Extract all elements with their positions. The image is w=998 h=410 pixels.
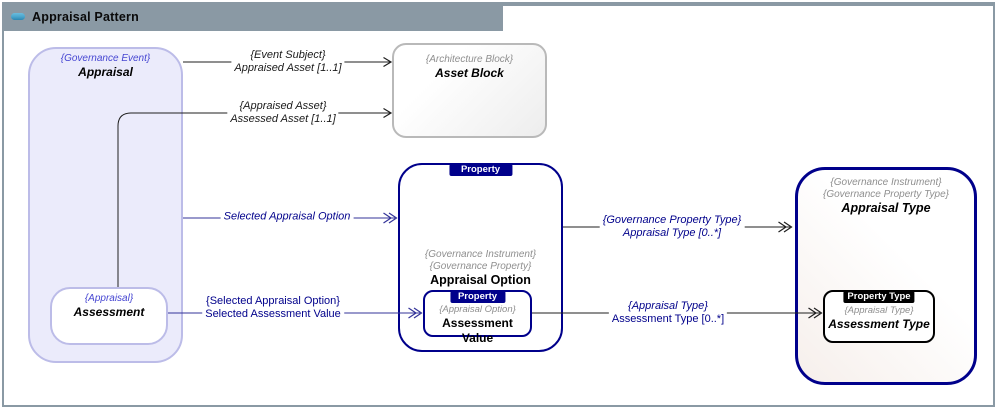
appraisal-option-tab: Property (448, 164, 513, 176)
arrowhead-selected-assessment-value (408, 307, 423, 319)
assessment-name: Assessment (73, 305, 145, 319)
appraisal-option-name: Appraisal Option (430, 273, 531, 287)
connector-appraised-asset[interactable] (117, 112, 390, 287)
node-appraisal-type[interactable]: {Governance Instrument} {Governance Prop… (795, 167, 977, 385)
appraisal-option-stereotype-1: {Governance Instrument} (424, 249, 537, 260)
node-assessment-value[interactable]: Property {Appraisal Option} Assessment V… (423, 290, 532, 345)
assessment-type-name: Assessment Type (828, 317, 930, 331)
arrowhead-assessment-type (808, 307, 823, 319)
label-selected-assessment-value[interactable]: {Selected Appraisal Option} Selected Ass… (202, 295, 344, 321)
label-selected-appraisal-option[interactable]: Selected Appraisal Option (220, 210, 354, 224)
appraisal-name: Appraisal (78, 65, 133, 79)
arrowhead-appraised-asset (383, 107, 393, 119)
assessment-stereotype: {Appraisal} (84, 293, 134, 304)
assessment-value-name: Assessment Value (442, 316, 513, 345)
asset-block-name: Asset Block (435, 66, 504, 80)
assessment-type-tab: Property Type (843, 291, 915, 303)
appraisal-option-stereotype-2: {Governance Property} (429, 261, 532, 272)
arrowhead-event-subject (383, 56, 393, 68)
arrowhead-selected-appraisal-option (383, 212, 398, 224)
node-assessment[interactable]: {Appraisal} Assessment (50, 287, 168, 345)
label-event-subject[interactable]: {Event Subject} Appraised Asset [1..1] (231, 49, 345, 75)
label-appraised-asset[interactable]: {Appraised Asset} Assessed Asset [1..1] (227, 100, 339, 126)
assessment-value-stereotype: {Appraisal Option} (439, 304, 516, 315)
label-appraisal-type-rel[interactable]: {Governance Property Type} Appraisal Typ… (599, 214, 745, 240)
appraisal-stereotype: {Governance Event} (60, 53, 151, 64)
node-assessment-type[interactable]: Property Type {Appraisal Type} Assessmen… (823, 290, 935, 343)
diagram-frame-header[interactable]: Appraisal Pattern (2, 2, 503, 31)
diagram-icon (11, 13, 25, 20)
assessment-type-stereotype: {Appraisal Type} (844, 305, 914, 316)
assessment-value-tab: Property (449, 291, 506, 303)
appraisal-type-stereotype-1: {Governance Instrument} (830, 177, 942, 188)
label-assessment-type-rel[interactable]: {Appraisal Type} Assessment Type [0..*] (608, 300, 728, 326)
asset-block-stereotype: {Architecture Block} (425, 54, 514, 65)
diagram-title: Appraisal Pattern (32, 9, 139, 24)
node-asset-block[interactable]: {Architecture Block} Asset Block (392, 43, 547, 138)
appraisal-type-name: Appraisal Type (841, 201, 931, 215)
appraisal-type-stereotype-2: {Governance Property Type} (823, 189, 949, 200)
arrowhead-appraisal-type (778, 221, 793, 233)
